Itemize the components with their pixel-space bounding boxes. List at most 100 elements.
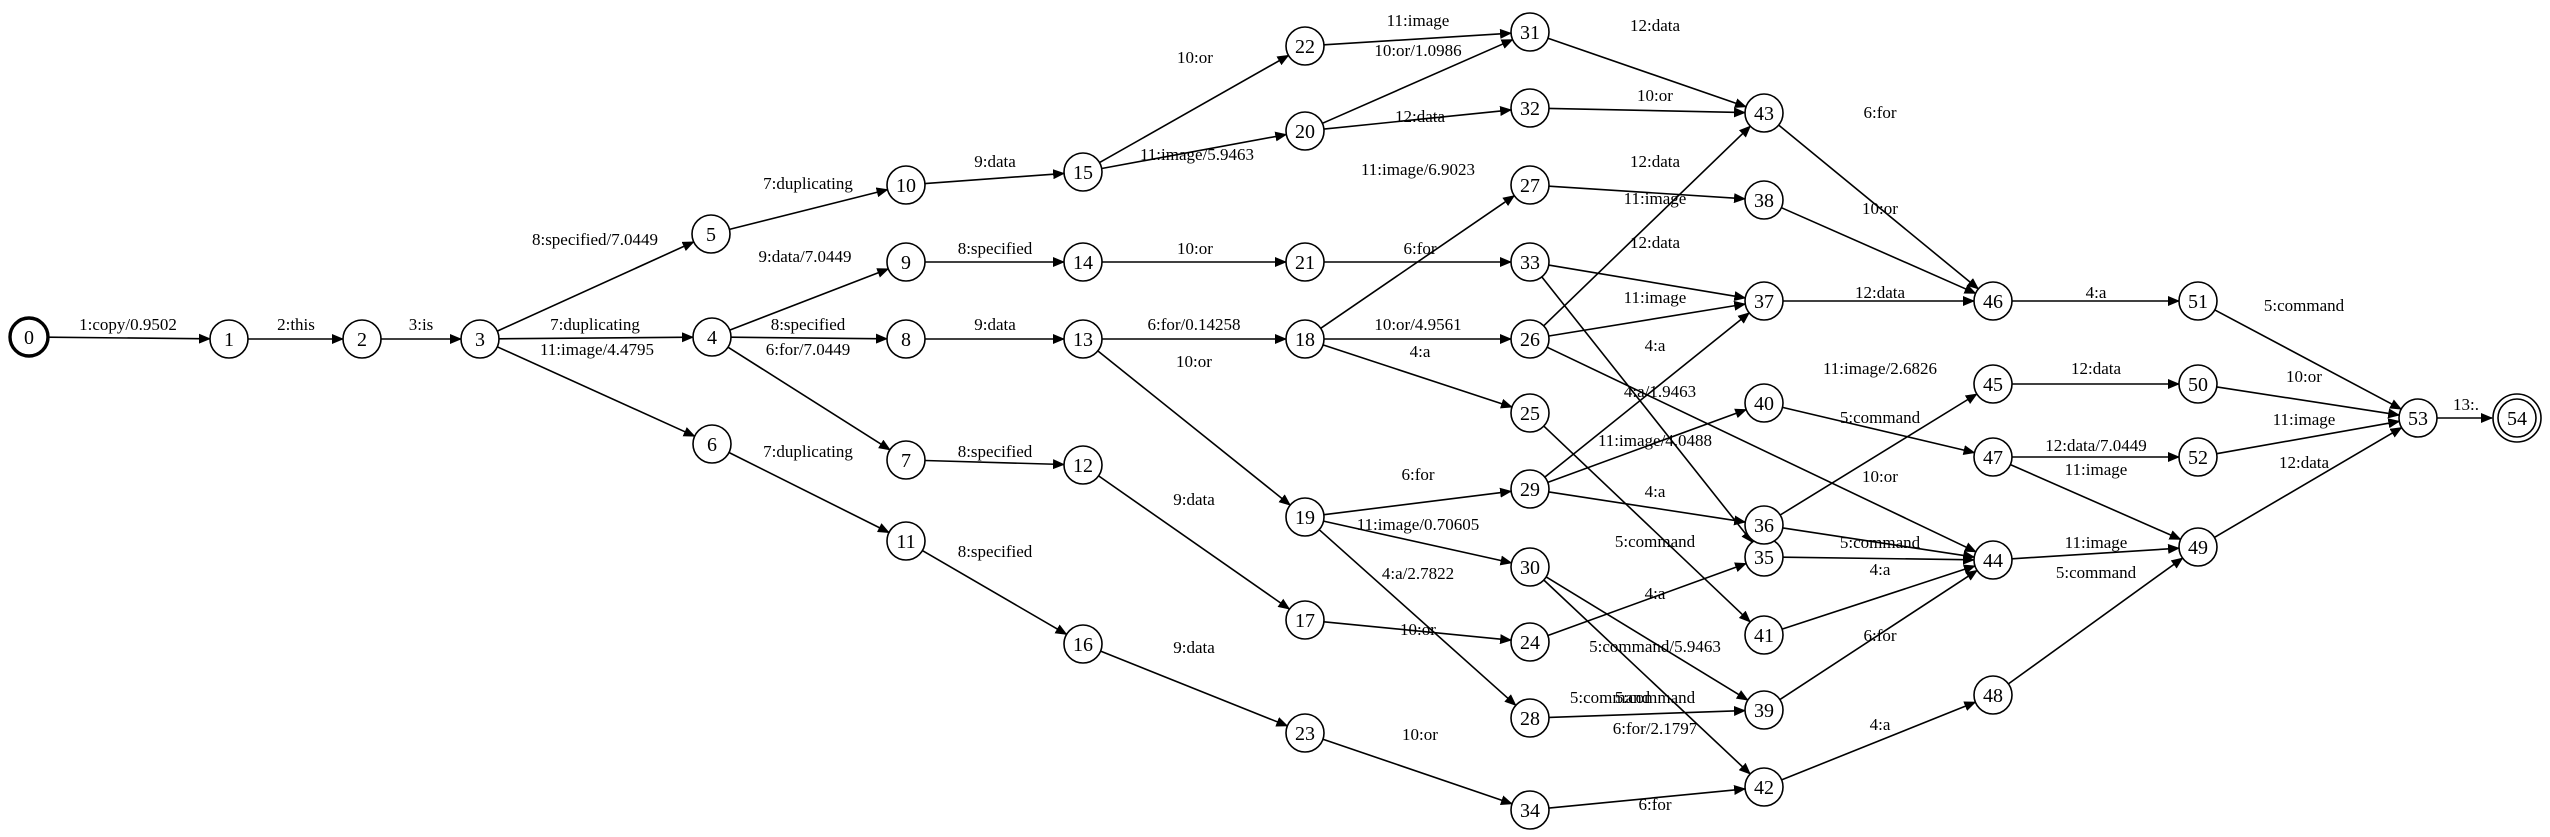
state-22-label: 22 — [1295, 36, 1315, 58]
state-13-label: 13 — [1073, 329, 1093, 351]
state-12-circle — [1063, 445, 1103, 485]
transition-3-6 — [496, 346, 696, 437]
state-50-label: 50 — [2188, 374, 2208, 396]
state-14-circle — [1063, 242, 1103, 282]
transition-16-23 — [1100, 650, 1289, 727]
state-7-circle — [886, 440, 926, 480]
state-41: 41 — [1744, 615, 1784, 655]
state-33: 33 — [1510, 242, 1550, 282]
state-28: 28 — [1510, 698, 1550, 738]
transition-label-17-24: 10:or — [1400, 620, 1436, 639]
state-12: 12 — [1063, 445, 1103, 485]
transition-label-24-35: 4:a — [1645, 584, 1666, 603]
transition-label-44-49: 11:image — [2065, 533, 2128, 552]
transition-12-17 — [1098, 475, 1291, 610]
state-50-circle — [2178, 364, 2218, 404]
state-10: 10 — [886, 165, 926, 205]
state-24-circle — [1510, 622, 1550, 662]
transition-19-29 — [1323, 487, 1513, 516]
transition-label-29-36: 5:command — [1615, 532, 1696, 551]
transition-label-37-46: 12:data — [1855, 283, 1905, 302]
transition-11-16 — [921, 549, 1068, 636]
state-54: 54 — [2492, 393, 2542, 443]
transition-47-49 — [2010, 463, 2182, 541]
state-42-label: 42 — [1754, 777, 1774, 799]
state-30-label: 30 — [1520, 557, 1540, 579]
transition-25-41 — [1543, 425, 1751, 623]
state-49-label: 49 — [2188, 537, 2208, 559]
state-36-circle — [1744, 505, 1784, 545]
transition-23-34 — [1322, 738, 1513, 805]
state-13: 13 — [1063, 319, 1103, 359]
state-5-label: 5 — [706, 224, 716, 246]
transition-28-39 — [1548, 705, 1746, 719]
state-47-label: 47 — [1983, 447, 2003, 469]
state-31-label: 31 — [1520, 22, 1540, 44]
transition-label-21-33: 6:for — [1403, 239, 1436, 258]
state-20-circle — [1285, 111, 1325, 151]
transition-33-37 — [1548, 264, 1747, 302]
transition-50-53 — [2216, 386, 2401, 419]
state-15-label: 15 — [1073, 162, 1093, 184]
state-54-circle — [2497, 398, 2537, 438]
transition-48-49 — [2007, 557, 2184, 685]
state-16-circle — [1063, 624, 1103, 664]
state-37-label: 37 — [1754, 291, 1774, 313]
state-50: 50 — [2178, 364, 2218, 404]
transition-49-53 — [2213, 426, 2403, 539]
state-48: 48 — [1973, 675, 2013, 715]
state-19-circle — [1285, 497, 1325, 537]
state-51-circle — [2178, 281, 2218, 321]
state-45-label: 45 — [1983, 374, 2003, 396]
transition-label-5-10: 7:duplicating — [763, 174, 853, 193]
state-52: 52 — [2178, 437, 2218, 477]
transition-label-33-35: 4:a — [1645, 336, 1666, 355]
transition-22-31 — [1323, 28, 1512, 46]
transition-label-46-51: 4:a — [2086, 283, 2107, 302]
state-21-label: 21 — [1295, 252, 1315, 274]
state-17: 17 — [1285, 600, 1325, 640]
state-27-circle — [1510, 165, 1550, 205]
transition-0-1 — [47, 333, 211, 344]
transition-label-32-43: 10:or — [1637, 86, 1673, 105]
state-52-label: 52 — [2188, 447, 2208, 469]
state-7-label: 7 — [901, 450, 911, 472]
transition-42-48 — [1781, 701, 1977, 781]
state-11-circle — [886, 521, 926, 561]
transition-label-30-39: 5:command — [1615, 688, 1696, 707]
state-48-circle — [1973, 675, 2013, 715]
transition-38-46 — [1781, 206, 1977, 295]
state-24-label: 24 — [1520, 632, 1540, 654]
transitions — [47, 28, 2493, 809]
transition-44-49 — [2011, 543, 2180, 560]
transition-label-53-54: 13:. — [2453, 395, 2479, 414]
state-43: 43 — [1744, 93, 1784, 133]
transition-label-33-37: 11:image — [1624, 189, 1687, 208]
transition-label-28-39: 5:command — [1570, 688, 1651, 707]
transition-label-4-9: 9:data/7.0449 — [758, 247, 851, 266]
state-25-circle — [1510, 393, 1550, 433]
state-37-circle — [1744, 281, 1784, 321]
state-30: 30 — [1510, 547, 1550, 587]
state-49-circle — [2178, 527, 2218, 567]
transition-label-20-31: 10:or/1.0986 — [1374, 41, 1461, 60]
state-38-label: 38 — [1754, 190, 1774, 212]
state-20: 20 — [1285, 111, 1325, 151]
transition-label-1-2: 2:this — [277, 315, 315, 334]
state-2-circle — [342, 319, 382, 359]
transition-label-35-44: 5:command — [1840, 533, 1921, 552]
state-12-label: 12 — [1073, 455, 1093, 477]
transition-label-36-44: 10:or — [1862, 467, 1898, 486]
transition-label-30-42: 6:for/2.1797 — [1613, 719, 1698, 738]
state-45-circle — [1973, 364, 2013, 404]
state-38-circle — [1744, 180, 1784, 220]
transition-3-5 — [496, 241, 695, 332]
transition-18-25 — [1322, 344, 1513, 409]
transition-18-27 — [1320, 195, 1516, 329]
state-18-label: 18 — [1295, 329, 1315, 351]
transition-label-13-19: 10:or — [1176, 352, 1212, 371]
state-9-label: 9 — [901, 252, 911, 274]
state-27-label: 27 — [1520, 175, 1540, 197]
transition-label-23-34: 10:or — [1402, 725, 1438, 744]
state-44-circle — [1973, 540, 2013, 580]
